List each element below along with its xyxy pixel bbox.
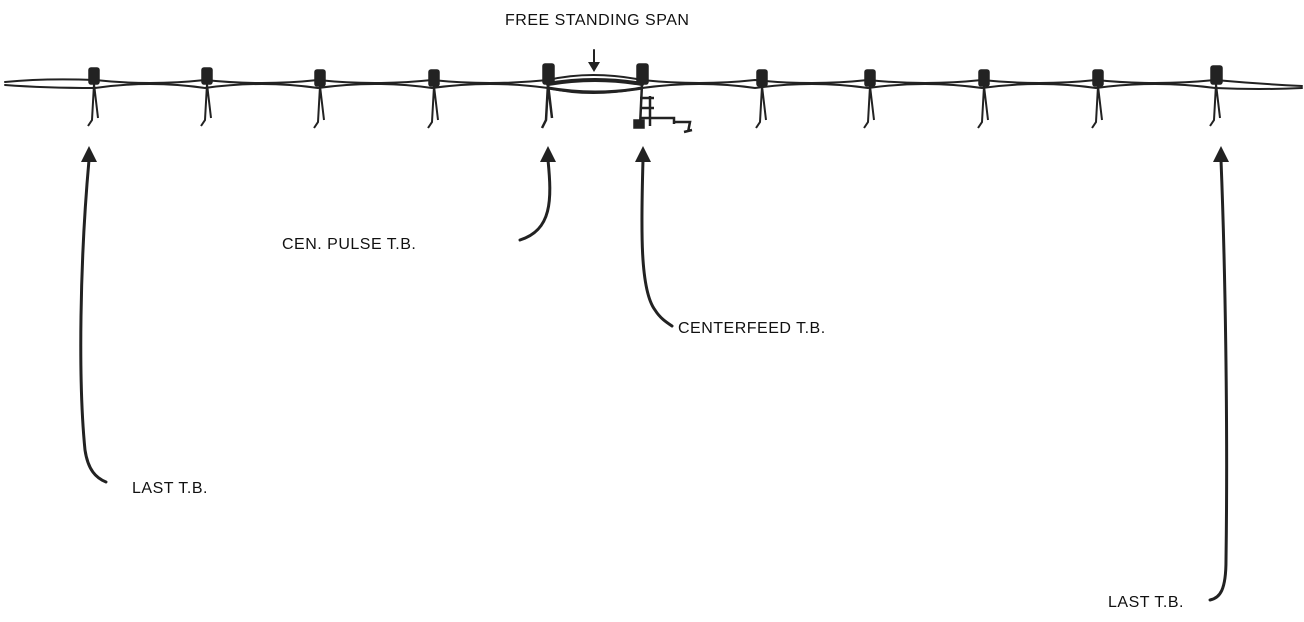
- tb-8: [863, 69, 876, 129]
- tb-4: [427, 69, 440, 129]
- label-centerfeed-tb: CENTERFEED T.B.: [678, 320, 826, 337]
- label-cen-pulse-tb: CEN. PULSE T.B.: [282, 236, 417, 253]
- tb-cen-pulse: [540, 63, 555, 129]
- arrowhead-cen-pulse: [540, 146, 556, 162]
- tb-1: [87, 67, 100, 127]
- arrow-last-left: [79, 158, 108, 484]
- label-last-tb-right: LAST T.B.: [1108, 594, 1184, 611]
- tb-2: [200, 67, 213, 127]
- arrow-centerfeed: [640, 158, 674, 328]
- arrowhead-free-span: [588, 62, 600, 72]
- tb-9: [977, 69, 990, 129]
- free-span-heavy: [546, 78, 644, 86]
- tb-7: [755, 69, 768, 129]
- label-last-tb-left: LAST T.B.: [132, 480, 208, 497]
- arrowhead-last-right: [1213, 146, 1229, 162]
- tb-centerfeed: [633, 63, 693, 134]
- arrow-last-right: [1208, 158, 1229, 602]
- arrowhead-last-left: [81, 146, 97, 162]
- arrowhead-centerfeed: [635, 146, 651, 162]
- free-span-heavy-lower: [546, 86, 644, 94]
- tb-3: [313, 69, 326, 129]
- conductor-lower: [4, 83, 1303, 94]
- arrow-cen-pulse: [518, 158, 552, 242]
- tb-11: [1209, 65, 1223, 127]
- tb-10: [1091, 69, 1104, 129]
- conductor-upper: [4, 74, 1303, 87]
- label-free-standing-span: FREE STANDING SPAN: [505, 12, 690, 29]
